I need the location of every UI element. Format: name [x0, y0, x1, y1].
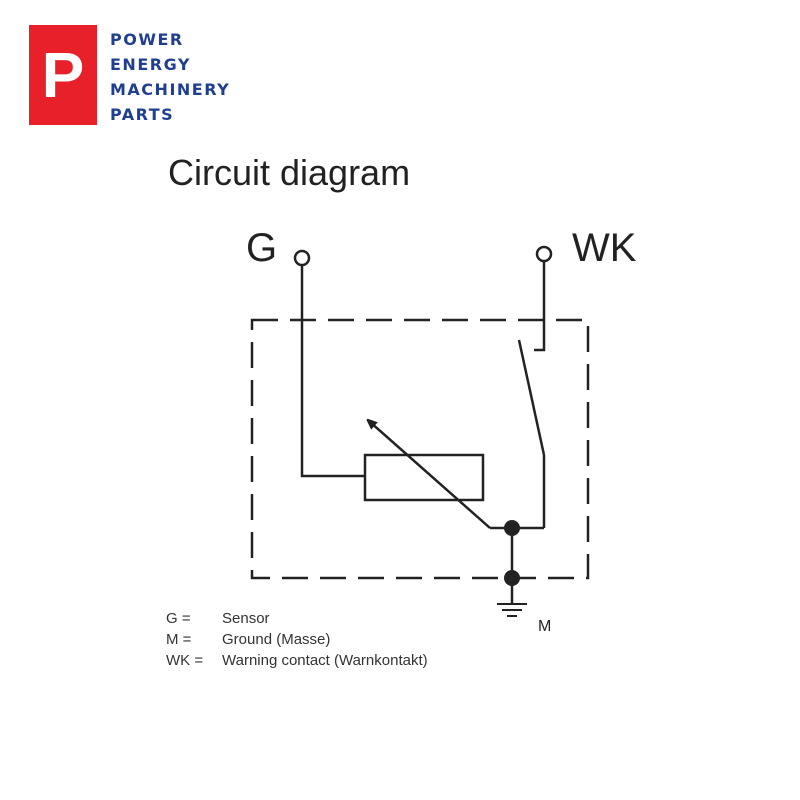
terminal-wk-node: [535, 245, 553, 263]
logo-mark: P: [29, 25, 97, 125]
legend-desc: Ground (Masse): [222, 631, 331, 648]
ground-symbol: [497, 603, 527, 617]
junction-dot-upper: [504, 520, 520, 536]
logo-line-2: ENERGY: [110, 55, 191, 74]
legend-desc: Sensor: [222, 610, 270, 627]
logo-letter: P: [41, 39, 85, 111]
wire-g: [300, 265, 365, 478]
resistor-wiper-arrow: [370, 422, 491, 529]
legend-abbr: M =: [166, 631, 192, 648]
legend-abbr: G =: [166, 610, 191, 627]
legend-desc: Warning contact (Warnkontakt): [222, 652, 428, 669]
warning-contact-switch: [517, 339, 546, 456]
variable-resistor: [363, 453, 485, 502]
diagram-title: Circuit diagram: [168, 152, 411, 193]
terminal-g-node: [293, 249, 311, 267]
logo-line-1: POWER: [110, 30, 184, 49]
wire-wk: [534, 261, 546, 352]
terminal-g-label: G: [246, 226, 278, 270]
junction-dot-lower: [504, 570, 520, 586]
logo-wordmark: POWER ENERGY MACHINERY PARTS: [110, 27, 230, 127]
logo-line-4: PARTS: [110, 105, 175, 124]
housing-boundary: [250, 318, 590, 580]
terminal-m-label: M: [538, 618, 552, 635]
logo-line-3: MACHINERY: [110, 80, 231, 99]
legend-abbr: WK =: [166, 652, 204, 669]
terminal-wk-label: WK: [572, 226, 637, 270]
